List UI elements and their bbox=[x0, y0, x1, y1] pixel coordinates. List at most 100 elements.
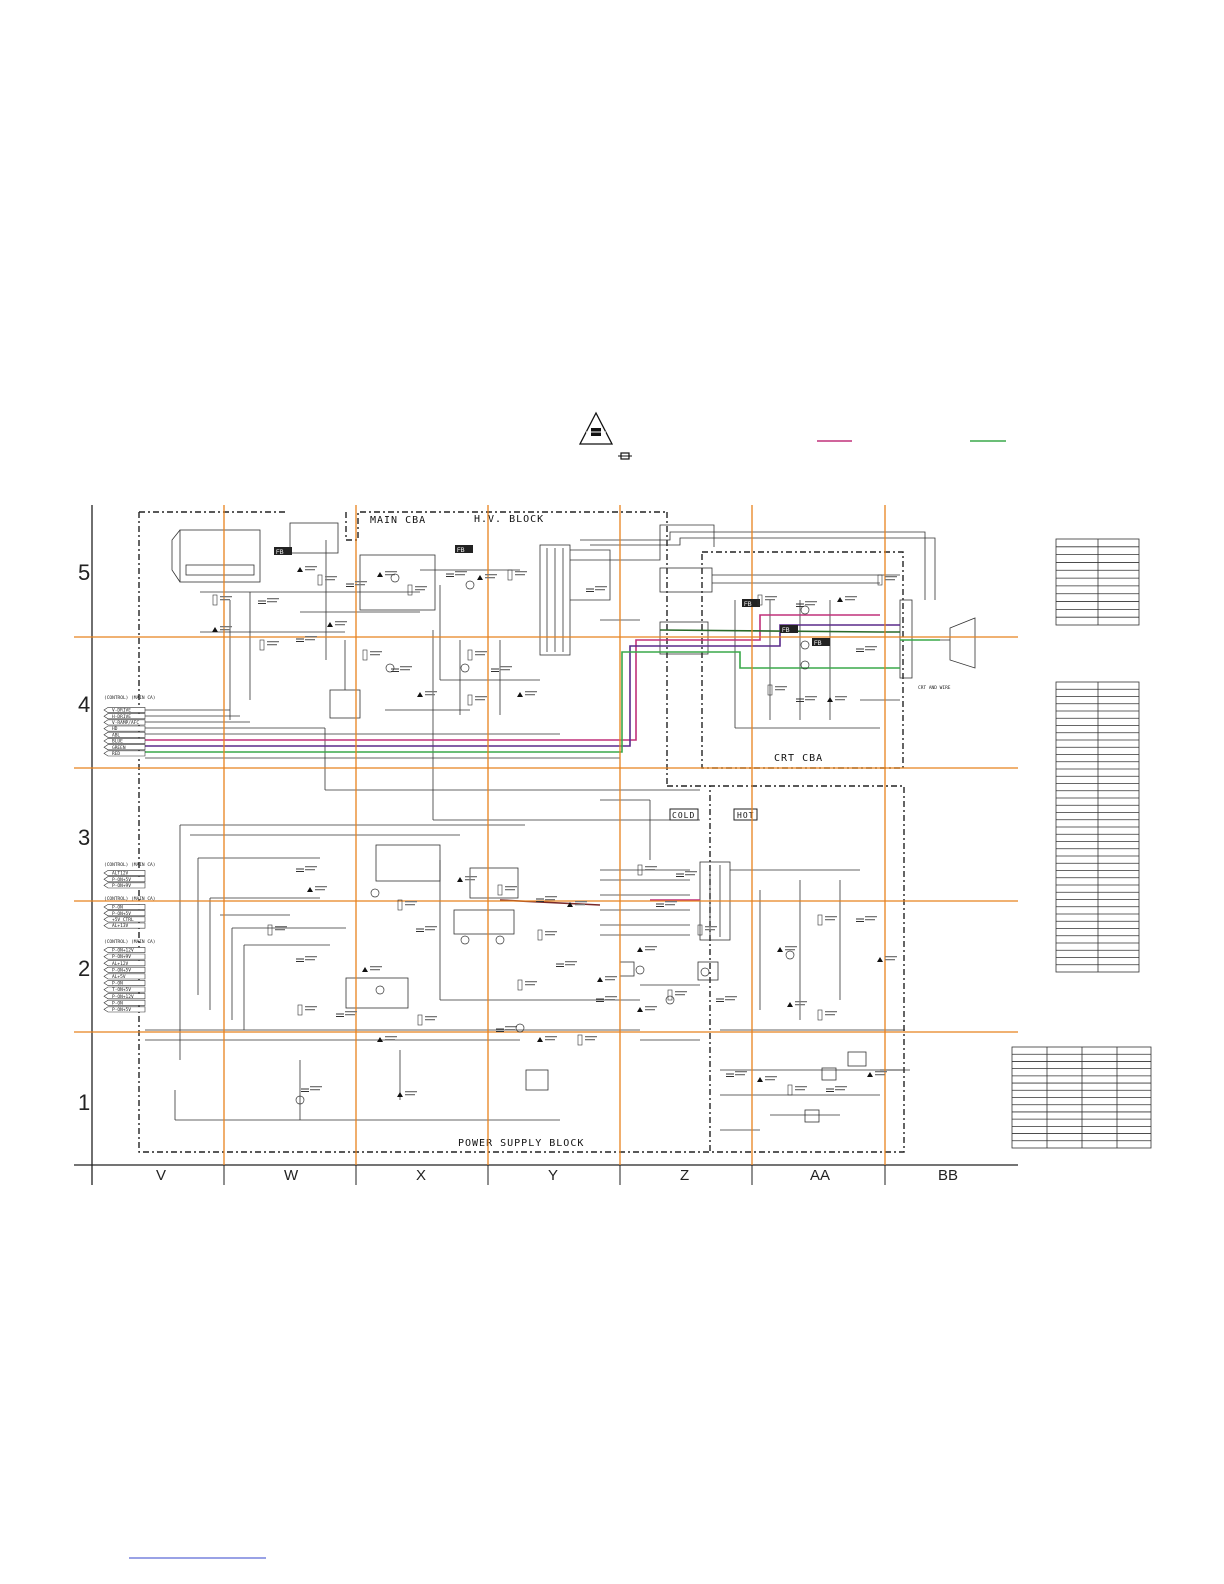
part-reference-text bbox=[725, 996, 737, 998]
connector-pin bbox=[103, 713, 146, 720]
part-value-text bbox=[415, 589, 425, 591]
part-reference-text bbox=[385, 571, 397, 573]
safety-mark-icon bbox=[457, 877, 463, 882]
part-reference-text bbox=[595, 586, 607, 588]
resistor-symbol bbox=[787, 1084, 793, 1096]
part-value-text bbox=[725, 999, 735, 1001]
part-value-text bbox=[885, 959, 895, 961]
safety-mark-icon bbox=[477, 575, 483, 580]
connector-pin bbox=[103, 731, 146, 738]
part-value-text bbox=[845, 599, 855, 601]
connector-pin-label: ABL bbox=[112, 732, 120, 738]
connector-pin bbox=[103, 725, 146, 732]
part-value-text bbox=[805, 699, 815, 701]
connector-pin-label: H-DRIVE bbox=[112, 714, 131, 720]
column-label-bb: BB bbox=[938, 1167, 958, 1184]
safety-mark-icon bbox=[567, 902, 573, 907]
hv-block-label: H.V. BLOCK bbox=[474, 514, 544, 525]
connector-pin-label: V-RAMP/AFC bbox=[112, 720, 139, 726]
part-value-text bbox=[735, 1074, 745, 1076]
zone-grid-lines bbox=[74, 505, 1018, 1165]
part-reference-text bbox=[405, 901, 417, 903]
part-value-text bbox=[310, 1089, 320, 1091]
part-value-text bbox=[385, 574, 395, 576]
safety-mark-icon bbox=[307, 887, 313, 892]
part-reference-text bbox=[305, 566, 317, 568]
part-value-text bbox=[500, 669, 510, 671]
connector-panel-4: (CONTROL) (MAIN CA) P-ON+12VP-ON+9VAL+12… bbox=[103, 939, 155, 1013]
part-value-text bbox=[475, 654, 485, 656]
part-value-text bbox=[545, 1039, 555, 1041]
part-reference-text bbox=[505, 1026, 517, 1028]
svg-text:(CONTROL) (MAIN CA): (CONTROL) (MAIN CA) bbox=[104, 939, 155, 945]
part-value-text bbox=[405, 904, 415, 906]
connector-pin bbox=[103, 744, 146, 751]
part-reference-text bbox=[685, 871, 697, 873]
connector-pin bbox=[103, 993, 146, 1000]
safety-mark-icon bbox=[867, 1072, 873, 1077]
transistor-symbol bbox=[385, 663, 395, 673]
safety-mark-icon bbox=[787, 1002, 793, 1007]
connector-pin bbox=[103, 922, 146, 929]
resistor-symbol bbox=[212, 594, 218, 606]
connector-pin bbox=[103, 876, 146, 883]
part-reference-text bbox=[425, 926, 437, 928]
reference-table-1 bbox=[1055, 538, 1140, 626]
connector-pin-label: P-ON+5V bbox=[112, 967, 131, 973]
component-symbols bbox=[212, 566, 897, 1105]
transistor-symbol bbox=[800, 660, 810, 670]
part-reference-text bbox=[525, 981, 537, 983]
connector-panel-1: (CONTROL) (MAIN CA) V-DRIVEH-DRIVEV-RAMP… bbox=[103, 695, 155, 757]
resistor-symbol bbox=[507, 569, 513, 581]
connector-pin-label: P-ON+12V bbox=[112, 994, 134, 1000]
cold-label: COLD bbox=[672, 811, 695, 820]
crt-cba-label: CRT CBA bbox=[774, 753, 823, 764]
transistor-symbol bbox=[460, 663, 470, 673]
part-reference-text bbox=[275, 926, 287, 928]
part-value-text bbox=[325, 579, 335, 581]
part-value-text bbox=[585, 1039, 595, 1041]
part-reference-text bbox=[845, 596, 857, 598]
connector-pin-label: +5V CTRL bbox=[112, 917, 134, 923]
part-reference-text bbox=[885, 576, 897, 578]
part-value-text bbox=[795, 1089, 805, 1091]
connector-panel-3: (CONTROL) (MAIN CA) P-ONP-ON+5V+5V CTRLA… bbox=[103, 896, 155, 929]
connector-pin-label: P-ON+12V bbox=[112, 948, 134, 954]
safety-mark-icon bbox=[327, 622, 333, 627]
part-reference-text bbox=[795, 1001, 807, 1003]
connector-pin-label: P-ON+5V bbox=[112, 877, 131, 883]
connector-pin bbox=[103, 719, 146, 726]
column-separators bbox=[223, 1165, 886, 1185]
reference-table-2 bbox=[1055, 681, 1140, 973]
part-reference-text bbox=[675, 991, 687, 993]
main-cba-label: MAIN CBA bbox=[370, 515, 426, 526]
part-reference-text bbox=[310, 1086, 322, 1088]
connector-pin-label: HD bbox=[112, 726, 118, 732]
resistor-symbol bbox=[667, 989, 673, 1001]
part-reference-text bbox=[355, 581, 367, 583]
part-value-text bbox=[865, 919, 875, 921]
part-reference-text bbox=[415, 586, 427, 588]
part-value-text bbox=[370, 654, 380, 656]
part-value-text bbox=[305, 869, 315, 871]
svg-text:FB: FB bbox=[457, 548, 465, 554]
resistor-symbol bbox=[467, 649, 473, 661]
part-value-text bbox=[465, 879, 475, 881]
part-reference-text bbox=[485, 574, 497, 576]
transistor-symbol bbox=[800, 640, 810, 650]
connector-pin bbox=[103, 916, 146, 923]
part-reference-text bbox=[565, 961, 577, 963]
part-reference-text bbox=[775, 686, 787, 688]
part-reference-text bbox=[645, 866, 657, 868]
part-reference-text bbox=[220, 626, 232, 628]
part-reference-text bbox=[765, 1076, 777, 1078]
safety-mark-icon bbox=[777, 947, 783, 952]
part-reference-text bbox=[795, 1086, 807, 1088]
part-reference-text bbox=[475, 651, 487, 653]
part-reference-text bbox=[665, 901, 677, 903]
svg-text:(CONTROL) (MAIN CA): (CONTROL) (MAIN CA) bbox=[104, 695, 155, 701]
fuse-symbol-icon bbox=[618, 452, 632, 460]
safety-mark-icon bbox=[212, 627, 218, 632]
connector-pin bbox=[103, 870, 146, 876]
